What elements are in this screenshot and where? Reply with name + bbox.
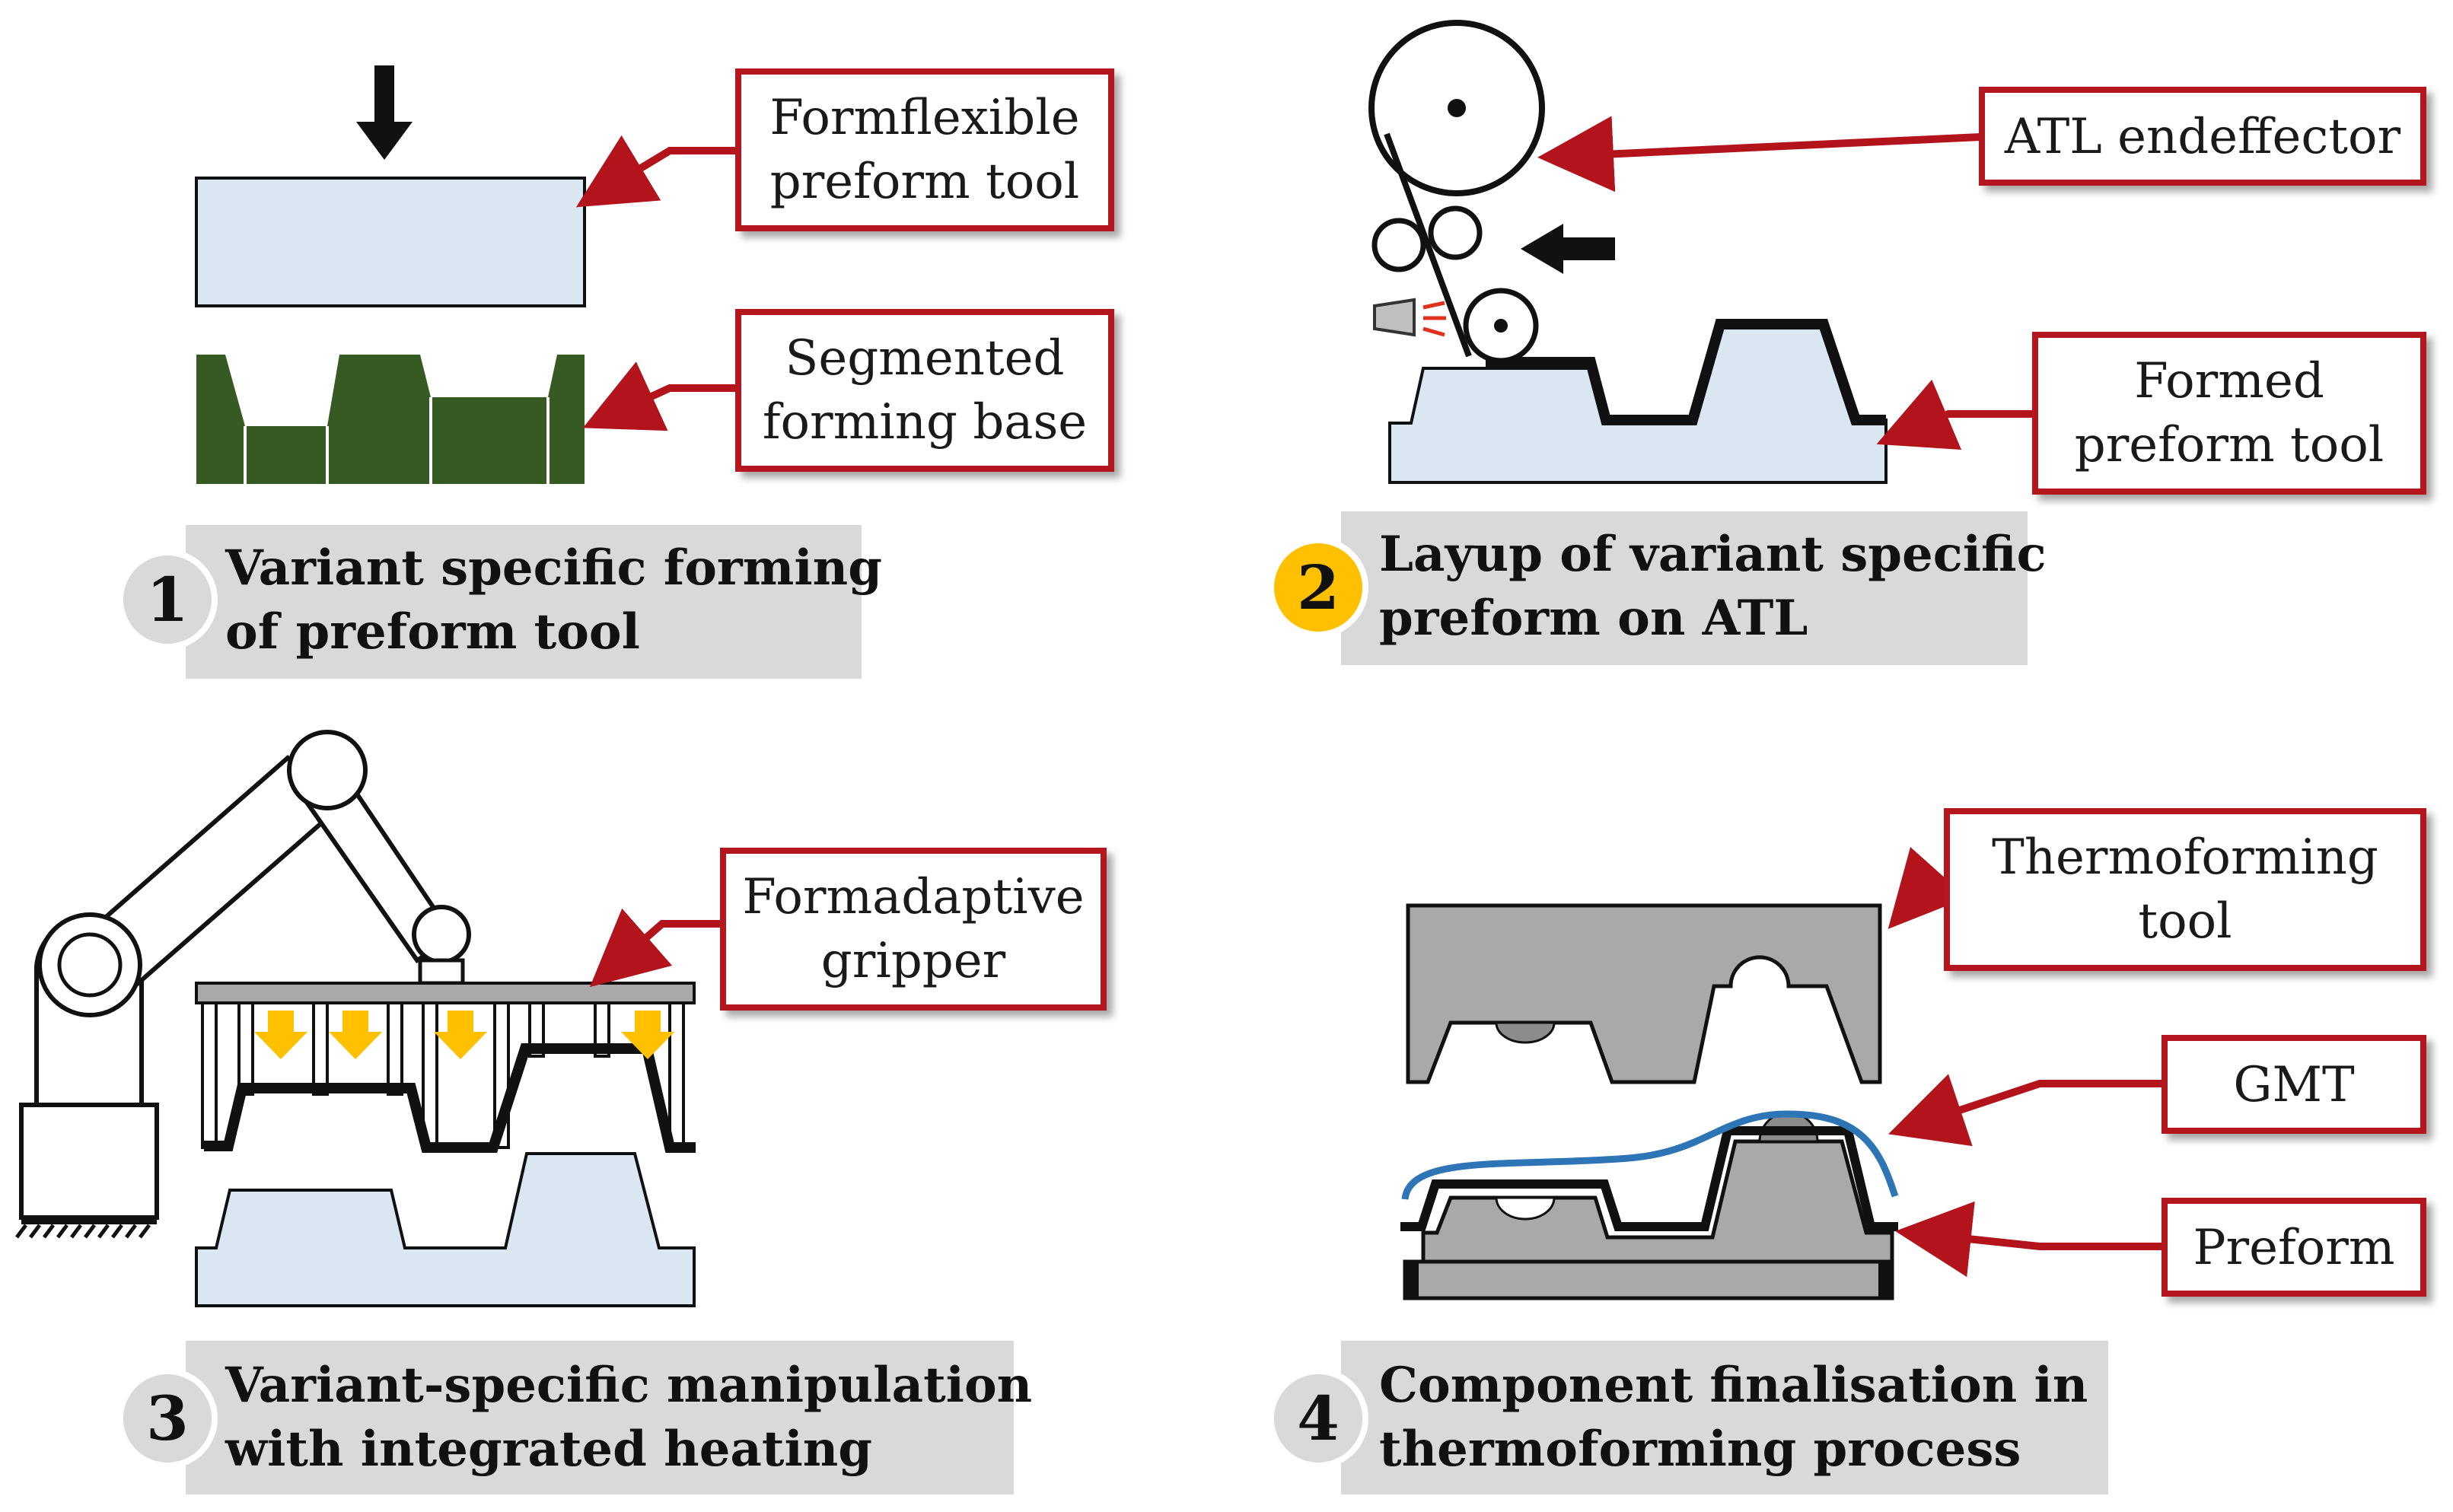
formflexible-preform-tool — [195, 177, 586, 307]
callout-text: Preform — [2193, 1220, 2394, 1276]
step-number: 4 — [1297, 1383, 1340, 1454]
callout-gripper: Formadaptive gripper — [720, 848, 1107, 1011]
step-number: 1 — [146, 564, 189, 635]
callout-text: Formadaptive — [742, 869, 1084, 925]
panel-2 — [1368, 20, 2034, 484]
thermoforming-tool — [1406, 903, 1882, 1084]
callout-arrow — [1888, 1074, 2163, 1147]
step-text: with integrated heating — [225, 1421, 872, 1478]
step-text: Layup of variant specific — [1379, 526, 2047, 583]
callout-text: tool — [2138, 893, 2232, 950]
callout-formed: Formed preform tool — [2032, 332, 2426, 495]
left-arrow-icon — [1521, 224, 1615, 274]
panel-3 — [15, 730, 722, 1307]
step-number: 2 — [1297, 552, 1340, 623]
callout-arrow — [589, 908, 722, 988]
callout-text: Segmented — [785, 330, 1064, 387]
step-label-3: 3 Variant-specific manipulation with int… — [117, 1341, 1032, 1494]
step-badge — [117, 549, 218, 650]
gmt-layer — [1401, 1110, 1899, 1200]
segmented-forming-base — [196, 355, 585, 484]
step-badge — [1268, 1368, 1368, 1469]
callout-arrow — [1895, 1201, 2163, 1278]
preform-layer — [1400, 1126, 1898, 1231]
step-text: Variant specific forming — [225, 540, 882, 597]
step-text: of preform tool — [225, 603, 640, 661]
panel-1 — [195, 65, 737, 484]
formadaptive-gripper — [195, 982, 696, 1153]
formed-preform-tool — [195, 1152, 696, 1307]
heating-arrow-icons — [254, 1011, 674, 1059]
callout-text: preform tool — [770, 154, 1080, 210]
callout-arrow — [1888, 847, 1967, 929]
callout-text: Formflexible — [769, 90, 1079, 146]
step-text: thermoforming process — [1379, 1421, 2021, 1478]
step-text: preform on ATL — [1379, 590, 1808, 647]
step-badge — [1268, 537, 1368, 638]
step-label-2: 2 Layup of variant specific preform on A… — [1268, 511, 2047, 665]
callout-text: preform tool — [2075, 417, 2385, 473]
callout-text: ATL endeffector — [2004, 109, 2401, 165]
callout-formflexible: Formflexible preform tool — [735, 68, 1114, 231]
step-label-4: 4 Component finalisation in thermoformin… — [1268, 1341, 2108, 1494]
callout-text: GMT — [2233, 1057, 2355, 1113]
callout-thermo: Thermoforming tool — [1944, 808, 2426, 971]
atl-endeffector — [1368, 20, 1545, 364]
callout-text: forming base — [763, 394, 1087, 450]
callout-text: Thermoforming — [1992, 829, 2378, 886]
step-number: 3 — [146, 1383, 189, 1454]
segment-dividers — [244, 397, 550, 484]
callout-arrow — [575, 135, 737, 208]
callout-gmt: GMT — [2162, 1035, 2426, 1134]
callout-text: Formed — [2134, 353, 2324, 409]
step-label-1: 1 Variant specific forming of preform to… — [117, 525, 882, 679]
callout-text: gripper — [821, 933, 1006, 989]
lower-tool — [1403, 1111, 1894, 1300]
robot-arm — [15, 730, 471, 1239]
callout-segmented: Segmented forming base — [735, 309, 1114, 472]
step-badge — [117, 1368, 218, 1469]
panel-4 — [1400, 847, 2163, 1300]
callout-preform: Preform — [2162, 1198, 2426, 1297]
callout-atl: ATL endeffector — [1979, 87, 2426, 186]
callout-arrow — [1537, 116, 1981, 193]
step-text: Component finalisation in — [1379, 1357, 2088, 1414]
tool-recess — [1495, 1021, 1556, 1044]
callout-arrow — [1876, 379, 2034, 450]
step-text: Variant-specific manipulation — [225, 1357, 1032, 1414]
callout-arrow — [582, 361, 737, 431]
down-arrow-icon — [356, 65, 413, 160]
layup-tape — [1486, 319, 1886, 425]
